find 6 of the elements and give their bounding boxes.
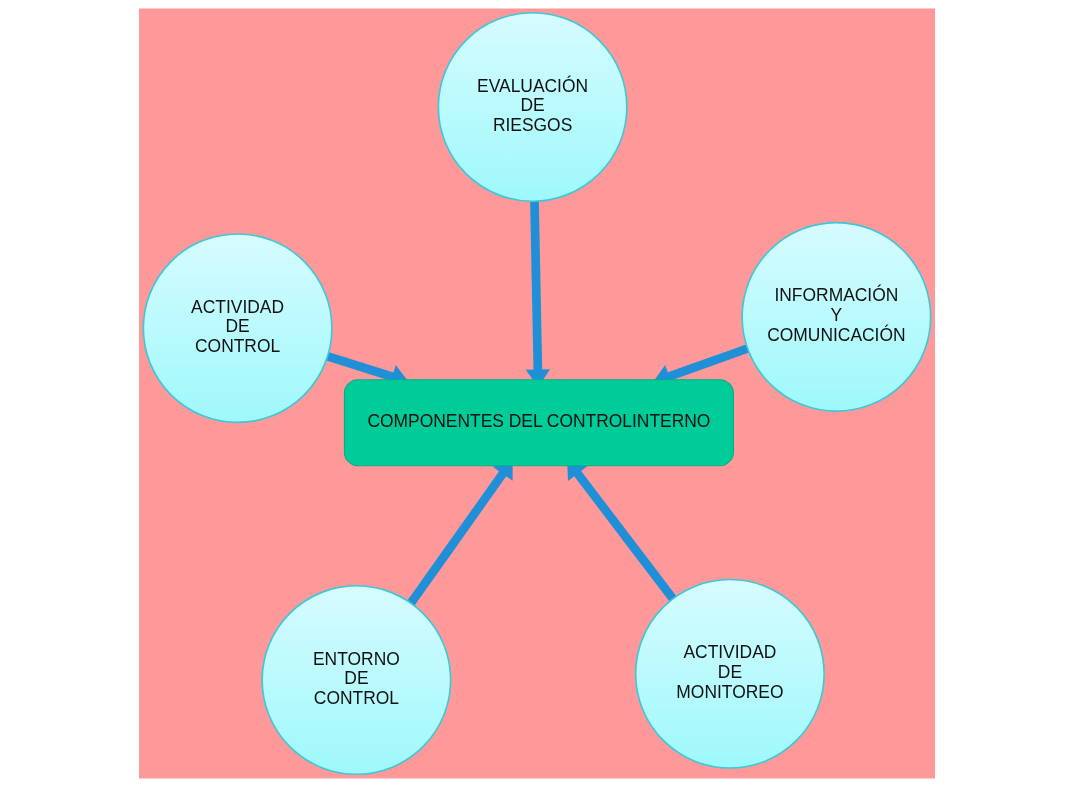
node-box: COMPONENTES DEL CONTROLINTERNO — [343, 379, 734, 467]
node-circle: ENTORNO DE CONTROL — [260, 584, 451, 776]
node-circle: EVALUACIÓN DE RIESGOS — [437, 11, 628, 203]
node-circle: ACTIVIDAD DE CONTROL — [142, 233, 333, 424]
node-circle: INFORMACIÓN Y COMUNICACIÓN — [740, 221, 931, 412]
node-circle: ACTIVIDAD DE MONITOREO — [634, 578, 825, 769]
